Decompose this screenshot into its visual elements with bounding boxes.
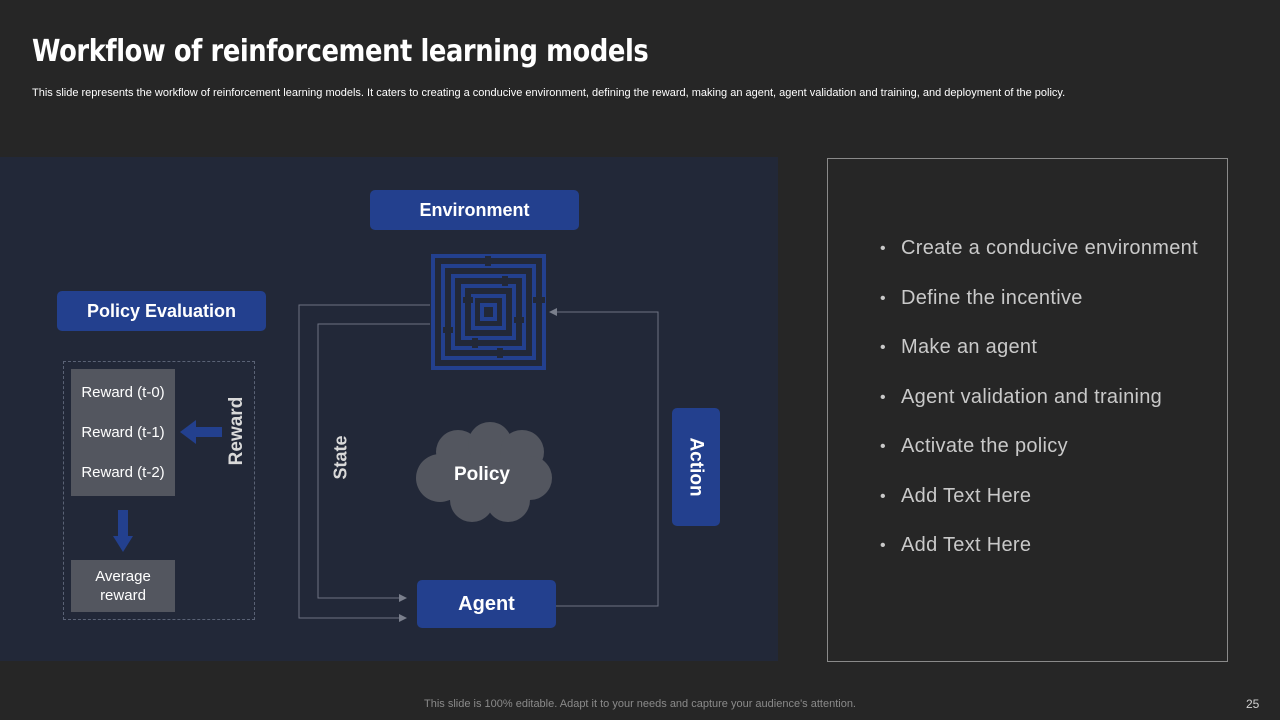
slide-title: Workflow of reinforcement learning model… <box>32 34 649 69</box>
bullet-item: •Make an agent <box>880 336 1038 358</box>
reward-item: Reward (t-2) <box>81 463 165 481</box>
agent-box: Agent <box>417 580 556 628</box>
bullet-item: •Add Text Here <box>880 534 1032 556</box>
bullet-item: •Create a conducive environment <box>880 237 1198 259</box>
reward-label: Reward <box>226 396 247 466</box>
bullet-item: •Agent validation and training <box>880 385 1163 408</box>
rewards-box: Reward (t-0) Reward (t-1) Reward (t-2) <box>71 369 175 496</box>
slide-subtitle: This slide represents the workflow of re… <box>32 87 1066 99</box>
cloud-icon <box>416 422 552 522</box>
bullet-item: •Define the incentive <box>880 286 1083 309</box>
bullet-item: •Add Text Here <box>880 484 1032 507</box>
policy-evaluation-box: Policy Evaluation <box>57 291 266 331</box>
action-label: Action <box>686 437 708 497</box>
reward-group-border <box>63 361 255 620</box>
maze-icon <box>431 254 546 370</box>
reward-item: Reward (t-1) <box>81 423 165 441</box>
action-box: Action <box>672 408 720 526</box>
reward-item: Reward (t-0) <box>81 384 165 402</box>
policy-label: Policy <box>454 464 510 485</box>
environment-box: Environment <box>370 190 579 230</box>
bullet-box <box>827 158 1228 662</box>
connector-env-agent-outer <box>298 304 430 622</box>
connector-env-agent-inner <box>317 323 430 602</box>
down-arrow-icon <box>113 510 133 552</box>
state-label: State <box>330 435 351 480</box>
bullet-list: •Create a conducive environment •Define … <box>880 236 1200 583</box>
average-reward-box: Average reward <box>71 560 175 612</box>
bullet-item: •Activate the policy <box>880 435 1068 457</box>
footer-text: This slide is 100% editable. Adapt it to… <box>424 698 856 710</box>
reward-arrow-icon <box>180 420 222 444</box>
page-number: 25 <box>1246 697 1260 711</box>
connector-agent-env-action <box>549 308 659 607</box>
